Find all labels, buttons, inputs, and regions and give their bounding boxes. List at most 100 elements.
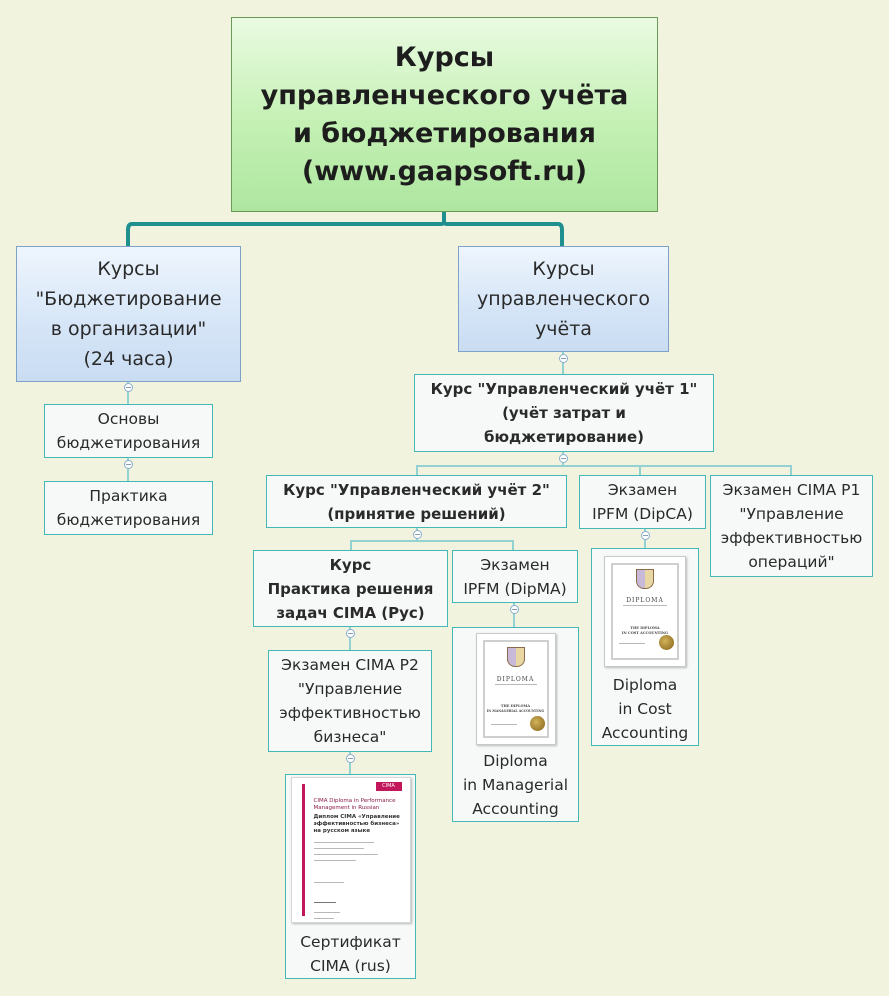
budget-practice-line-2: бюджетирования (56, 511, 201, 529)
cert-cima-text-line-7 (313, 918, 334, 919)
collapse-toggle-budget-course[interactable]: − (124, 383, 133, 392)
cert-cima-topic[interactable]: CIMA CIMA Diploma in Performance Managem… (285, 774, 416, 979)
exam-cima-p1-line-3: эффективностью (720, 529, 863, 547)
dip-managerial-text-line (494, 684, 537, 685)
budget-course-line-3: в организации" (50, 318, 207, 340)
collapse-toggle-course-ma1[interactable]: − (559, 454, 568, 463)
collapse-toggle-course-cima-practice[interactable]: − (346, 629, 355, 638)
dip-cost-line-2: in Cost (618, 700, 672, 718)
dip-managerial-doc-sub-1: THE DIPLOMA (500, 704, 531, 708)
exam-dipca-line-1: Экзамен (607, 481, 678, 499)
exam-dipma-topic[interactable]: Экзамен IPFM (DipMA) (452, 550, 578, 603)
root-topic[interactable]: Курсы управленческого учёта и бюджетиров… (231, 17, 658, 212)
root-line-2: управленческого учёта (260, 79, 629, 111)
course-ma1-topic[interactable]: Курс "Управленческий учёт 1" (учёт затра… (414, 374, 714, 452)
course-ma1-line-2: (учёт затрат и (502, 404, 626, 422)
cert-cima-doc-text-2: Management in Russian (313, 805, 380, 811)
exam-cima-p2-line-4: бизнеса" (313, 728, 387, 746)
course-cima-practice-line-3: задач CIMA (Рус) (276, 603, 425, 622)
exam-dipma-line-1: Экзамен (480, 555, 550, 574)
dip-cost-topic[interactable]: DIPLOMA THE DIPLOMA IN COST ACCOUNTING D… (591, 548, 699, 746)
dip-cost-signature-line (619, 643, 645, 644)
dip-managerial-doc-title: DIPLOMA (496, 676, 535, 683)
dip-cost-crest-icon (636, 569, 654, 589)
exam-dipca-line-2: IPFM (DipCA) (592, 505, 693, 523)
dip-managerial-line-3: Accounting (472, 800, 559, 818)
budget-basics-line-2: бюджетирования (56, 434, 201, 452)
mgmt-courses-line-1: Курсы (532, 258, 595, 280)
mgmt-courses-line-3: учёта (535, 318, 592, 340)
dip-cost-seal-icon (659, 635, 674, 650)
cert-cima-line-2: CIMA (rus) (310, 957, 391, 975)
course-cima-practice-topic[interactable]: Курс Практика решения задач CIMA (Рус) (253, 550, 448, 627)
dip-managerial-line-1: Diploma (483, 752, 548, 770)
dip-cost-line-1: Diploma (612, 676, 678, 694)
cert-cima-text-line-3 (313, 854, 378, 855)
dip-cost-doc-sub-2: IN COST ACCOUNTING (621, 631, 669, 635)
exam-cima-p1-topic[interactable]: Экзамен CIMA P1 "Управление эффективност… (710, 475, 873, 577)
budget-course-line-4: (24 часа) (83, 348, 174, 370)
collapse-toggle-budget-basics[interactable]: − (124, 460, 133, 469)
budget-course-line-2: "Бюджетирование (35, 288, 222, 310)
budget-practice-topic[interactable]: Практика бюджетирования (44, 481, 213, 535)
dip-managerial-signature-line (490, 724, 517, 725)
cert-cima-doc-text-3: Диплом CIMA «Управление (313, 814, 400, 820)
cert-cima-line-1: Сертификат (300, 933, 401, 951)
dip-cost-line-3: Accounting (601, 724, 689, 742)
exam-cima-p1-line-2: "Управление (739, 505, 844, 523)
dip-managerial-image: DIPLOMA THE DIPLOMA IN MANAGERIAL ACCOUN… (475, 633, 556, 745)
dip-cost-text-line (623, 605, 667, 606)
exam-cima-p2-line-3: эффективностью (279, 704, 421, 722)
budget-practice-line-1: Практика (89, 487, 168, 505)
dip-managerial-doc-sub-2: IN MANAGERIAL ACCOUNTING (486, 709, 545, 713)
dip-managerial-crest-icon (506, 647, 525, 667)
mgmt-courses-line-2: управленческого (477, 288, 650, 310)
cert-cima-accent-bar (301, 784, 305, 916)
exam-dipca-topic[interactable]: Экзамен IPFM (DipCA) (579, 475, 706, 529)
root-line-3: и бюджетирования (292, 117, 597, 149)
collapse-toggle-course-ma2[interactable]: − (413, 530, 422, 539)
cert-cima-signature-line (313, 902, 336, 903)
dip-managerial-seal-icon (529, 716, 545, 731)
cert-cima-doc-text-4: эффективностью бизнеса» (313, 821, 400, 827)
cert-cima-text-line-2 (313, 848, 364, 849)
root-line-1: Курсы (394, 41, 495, 73)
dip-cost-frame (611, 563, 679, 660)
exam-cima-p2-topic[interactable]: Экзамен CIMA P2 "Управление эффективност… (268, 650, 432, 752)
mgmt-courses-topic[interactable]: Курсы управленческого учёта (458, 246, 669, 352)
cert-cima-logo: CIMA (375, 782, 402, 791)
budget-basics-line-1: Основы (97, 410, 160, 428)
connector-root-right (442, 221, 564, 246)
cert-cima-text-line-4 (313, 860, 356, 861)
dip-managerial-line-2: in Managerial (462, 776, 569, 794)
dip-cost-doc-sub-1: THE DIPLOMA (630, 626, 660, 630)
course-ma2-topic[interactable]: Курс "Управленческий учёт 2" (принятие р… (266, 475, 567, 528)
budget-course-line-1: Курсы (97, 258, 160, 280)
connector-root-left (126, 212, 446, 246)
cert-cima-text-line-1 (313, 842, 374, 843)
collapse-toggle-exam-dipma[interactable]: − (510, 605, 519, 614)
collapse-toggle-exam-cima-p2[interactable]: − (346, 754, 355, 763)
course-cima-practice-line-2: Практика решения (267, 579, 434, 598)
cert-cima-image: CIMA CIMA Diploma in Performance Managem… (290, 777, 411, 923)
budget-course-topic[interactable]: Курсы "Бюджетирование в организации" (24… (16, 246, 241, 382)
root-line-4: (www.gaapsoft.ru) (301, 155, 588, 187)
collapse-toggle-exam-dipca[interactable]: − (641, 531, 650, 540)
cert-cima-text-line-5 (313, 882, 344, 883)
exam-cima-p2-line-1: Экзамен CIMA P2 (281, 656, 419, 674)
exam-cima-p1-line-4: операций" (748, 553, 835, 571)
dip-managerial-topic[interactable]: DIPLOMA THE DIPLOMA IN MANAGERIAL ACCOUN… (452, 627, 579, 822)
budget-basics-topic[interactable]: Основы бюджетирования (44, 404, 213, 458)
collapse-toggle-mgmt-courses[interactable]: − (559, 354, 568, 363)
cert-cima-doc-text-1: CIMA Diploma in Performance (313, 798, 396, 804)
cert-cima-doc-text-5: на русском языке (313, 828, 371, 834)
cert-cima-text-line-6 (313, 912, 340, 913)
dip-managerial-frame (482, 640, 549, 738)
dip-cost-image: DIPLOMA THE DIPLOMA IN COST ACCOUNTING (604, 556, 686, 667)
exam-dipma-line-2: IPFM (DipMA) (463, 579, 567, 598)
connector-ma2-children (350, 528, 514, 550)
exam-cima-p2-line-2: "Управление (297, 680, 403, 698)
course-ma1-line-1: Курс "Управленческий учёт 1" (430, 380, 698, 398)
connector-ma1-children (416, 452, 792, 475)
course-ma2-line-2: (принятие решений) (327, 504, 506, 523)
